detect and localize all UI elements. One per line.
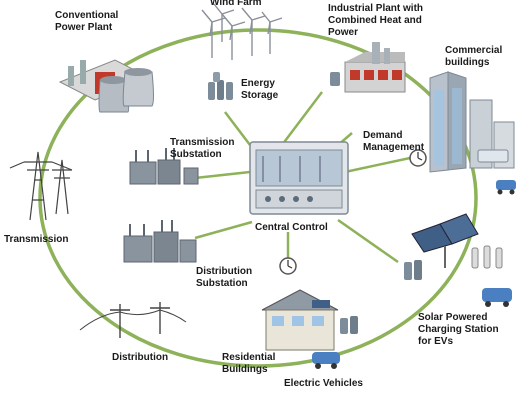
label-residential-buildings: Residential Buildings — [222, 352, 276, 375]
label-central-control: Central Control — [255, 222, 328, 233]
label-industrial-plant: Industrial Plant with Combined Heat and … — [328, 3, 424, 38]
conventional-power-plant-icon — [58, 59, 154, 113]
wind-turbine-icon — [201, 3, 283, 60]
label-commercial-buildings: Commercial buildings — [445, 45, 503, 68]
clock-icon — [409, 149, 427, 167]
label-transmission: Transmission — [4, 234, 69, 245]
battery-storage-icon — [208, 72, 233, 100]
transmission-substation-icon — [129, 148, 199, 185]
label-demand-management: Demand Management — [363, 130, 425, 153]
clock-icon — [279, 257, 297, 275]
label-wind-farm: Wind Farm — [210, 0, 262, 8]
commercial-buildings-icon — [429, 71, 516, 195]
transmission-tower-icon — [9, 151, 73, 221]
residential-building-icon — [261, 289, 358, 351]
label-distribution: Distribution — [112, 352, 169, 363]
label-transmission-substation: Transmission Substation — [170, 137, 235, 160]
solar-charging-station-icon — [404, 213, 512, 307]
label-energy-storage: Energy Storage — [241, 78, 279, 101]
label-conventional-power-plant: Conventional Power Plant — [55, 10, 119, 33]
label-electric-vehicles: Electric Vehicles — [284, 378, 363, 389]
central-control-panel-icon — [249, 141, 349, 215]
label-distribution-substation: Distribution Substation — [196, 266, 253, 289]
electric-vehicle-icon — [312, 352, 340, 369]
grid-ring — [38, 28, 478, 368]
distribution-substation-icon — [123, 220, 197, 263]
label-solar-charging-station: Solar Powered Charging Station for EVs — [418, 312, 499, 347]
industrial-plant-icon — [330, 42, 406, 93]
control-spokes — [194, 91, 411, 264]
utility-pole-icon — [79, 302, 187, 338]
